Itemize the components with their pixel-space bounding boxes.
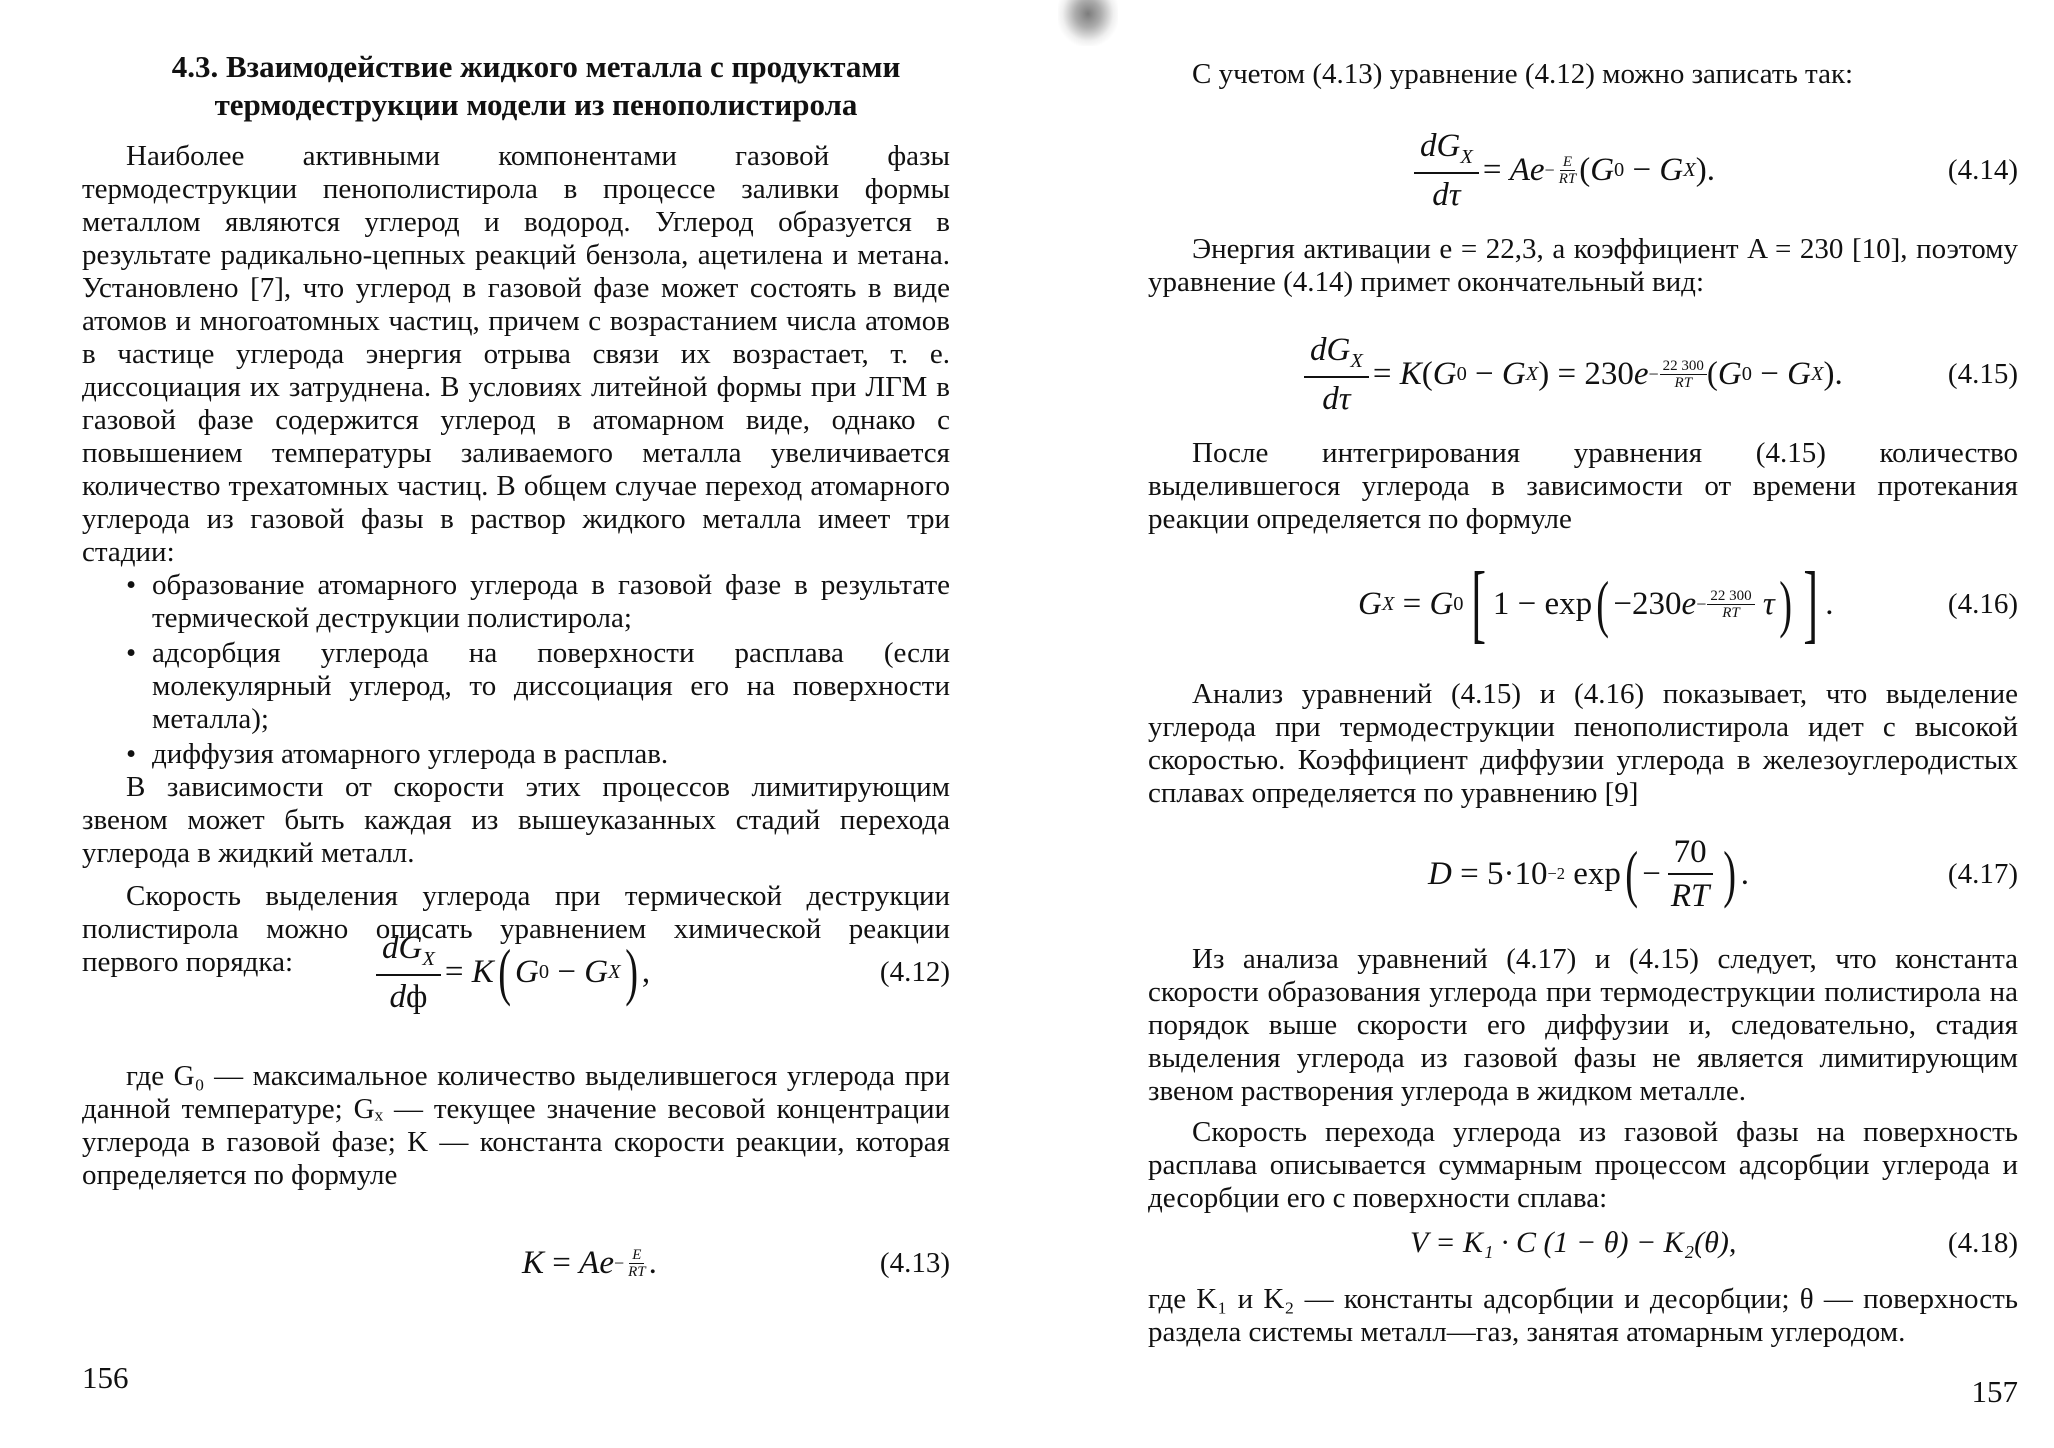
paragraph: После интегрирования уравнения (4.15) ко… [1148, 437, 2018, 535]
page-number: 156 [82, 1360, 129, 1395]
equation-number: (4.14) [1947, 153, 2018, 186]
fraction: 70 RT [1665, 834, 1716, 915]
page-number: 157 [1971, 1374, 2019, 1409]
equation-4-18: V = K₁ · C (1 − θ) − K₂(θ), (4.18) [1148, 1226, 2018, 1260]
paragraph: В зависимости от скорости этих процессов… [82, 771, 950, 869]
stages-list: образование атомарного углерода в газово… [82, 569, 950, 771]
definitions: где G₀ — максимальное количество выделив… [82, 1060, 950, 1192]
list-item: диффузия атомарного углерода в расплав. [126, 738, 950, 771]
paragraph: Наиболее активными компонентами газовой … [82, 140, 950, 568]
numerator: dGX [376, 930, 441, 976]
list-item: адсорбция углерода на поверхности распла… [126, 637, 950, 736]
conclusion-text: Из анализа уравнений (4.17) и (4.15) сле… [1148, 943, 2018, 1215]
intro-text: Наиболее активными компонентами газовой … [82, 140, 950, 979]
list-item: образование атомарного углерода в газово… [126, 569, 950, 635]
paragraph: где G₀ — максимальное количество выделив… [82, 1060, 950, 1191]
denominator: dф [389, 978, 428, 1015]
fraction: dGX dф [376, 930, 441, 1015]
equation-number: (4.17) [1947, 857, 2018, 890]
left-page: 4.3. Взаимодействие жидкого металла с пр… [82, 0, 950, 1448]
fraction: dGX dτ [1304, 332, 1369, 417]
section-title: 4.3. Взаимодействие жидкого металла с пр… [171, 49, 901, 122]
scan-smudge [1058, 0, 1118, 46]
paragraph: Скорость перехода углерода из газовой фа… [1148, 1116, 2018, 1214]
formula: D = 5·10−2 exp (− 70 RT ). [1428, 834, 1749, 915]
equation-number: (4.18) [1947, 1226, 2018, 1259]
paragraph: Энергия активации e = 22,3, а коэффициен… [1148, 233, 2018, 298]
formula: V = K₁ · C (1 − θ) − K₂(θ), [1410, 1226, 1737, 1259]
paragraph: Из анализа уравнений (4.17) и (4.15) сле… [1148, 943, 2018, 1107]
equation-number: (4.13) [879, 1247, 950, 1279]
fraction: dGX dτ [1414, 128, 1479, 213]
paragraph: где K₁ и K₂ — константы адсорбции и десо… [1148, 1283, 2018, 1348]
equation-4-17: D = 5·10−2 exp (− 70 RT ). (4.17) [1148, 834, 2018, 915]
equation-number: (4.16) [1947, 587, 2018, 620]
equation-number: (4.12) [879, 955, 950, 988]
right-page: С учетом (4.13) уравнение (4.12) можно з… [1148, 0, 2018, 1448]
paragraph: Анализ уравнений (4.15) и (4.16) показыв… [1148, 678, 2018, 809]
paragraph: Скорость выделения углерода при термичес… [82, 880, 950, 978]
equation-number: (4.15) [1947, 357, 2018, 390]
paragraph: С учетом (4.13) уравнение (4.12) можно з… [1192, 58, 1854, 90]
